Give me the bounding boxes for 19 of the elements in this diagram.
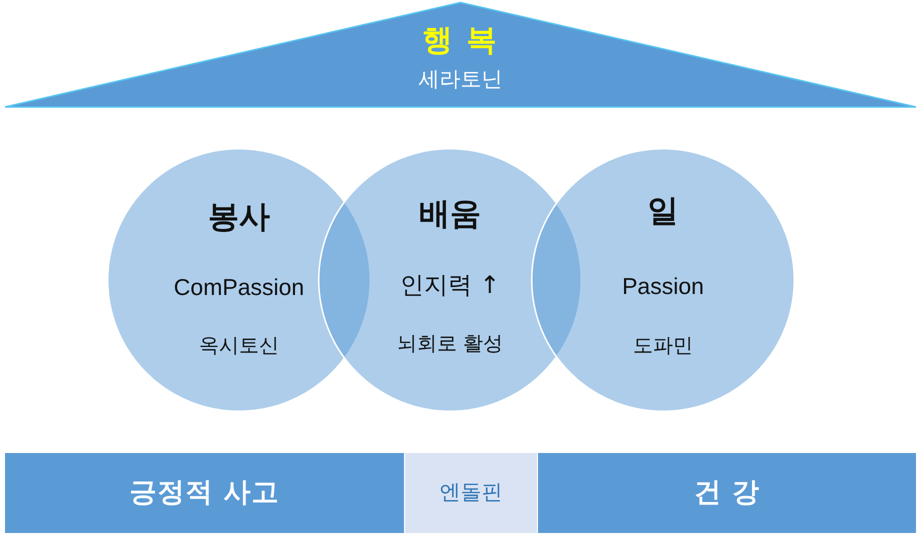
heading-text: 일 [648,193,678,231]
effect-text: 뇌회로 활성 [396,331,504,355]
hormone-text: 엔돌핀 [440,480,502,506]
label-text: 건 강 [694,476,760,510]
roof-triangle [5,2,916,108]
term-text: 인지력 ↑ [400,270,500,300]
hormone-text: 도파민 [633,333,693,357]
bar-panel [5,453,404,533]
bar-panel [538,453,916,533]
bar-panel [405,453,537,533]
heading-text: 배움 [419,196,481,234]
term-text: ComPassion [174,274,304,302]
hormone-text: 옥시토신 [199,333,279,357]
circle-shape [531,148,795,412]
subtitle-text: 세라토닌 [418,67,502,93]
term-text: Passion [622,273,704,301]
heading-text: 행 복 [422,23,499,59]
label-text: 긍정적 사고 [129,476,280,510]
heading-text: 봉사 [208,199,270,237]
